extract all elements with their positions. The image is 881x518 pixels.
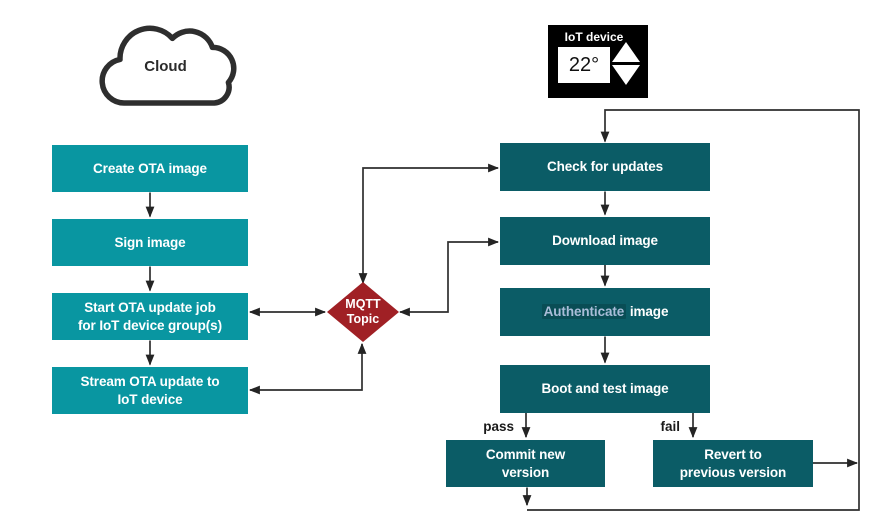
- loop-back-to-check-updates: [527, 109, 860, 511]
- temperature-display: 22°: [558, 47, 610, 83]
- step-label-line1: Start OTA update job: [84, 299, 216, 315]
- flow-step-start-ota-update-job: Start OTA update job for IoT device grou…: [52, 293, 248, 340]
- temp-up-icon: [612, 42, 640, 62]
- mqtt-label-line2: Topic: [346, 312, 380, 326]
- arrow-mqtt-download-image: [398, 237, 500, 317]
- step-label: Sign image: [114, 234, 186, 250]
- pass-label: pass: [483, 419, 514, 434]
- flow-step-authenticate-image: Authenticate image: [500, 288, 710, 336]
- step-label: Create OTA image: [93, 160, 207, 176]
- mqtt-label-line1: MQTT: [345, 297, 381, 311]
- flow-step-commit-new-version: Commit new version: [446, 440, 605, 487]
- flow-step-sign-image: Sign image: [52, 219, 248, 266]
- step-label: Authenticate image: [541, 303, 669, 321]
- iot-device-label: IoT device: [564, 30, 624, 44]
- flow-step-stream-ota-update: Stream OTA update to IoT device: [52, 367, 248, 414]
- step-label-line2: IoT device: [117, 391, 183, 407]
- mqtt-topic-label: MQTT Topic: [327, 284, 399, 340]
- flow-step-create-ota-image: Create OTA image: [52, 145, 248, 192]
- flow-step-boot-and-test-image: Boot and test image: [500, 365, 710, 413]
- step-label-line2: for IoT device group(s): [78, 317, 222, 333]
- step-label-line1: Stream OTA update to: [80, 373, 220, 389]
- step-label-line1: Revert to: [704, 446, 762, 462]
- step-label-line2: version: [501, 464, 550, 480]
- step-label-line2: previous version: [679, 464, 787, 480]
- authenticate-rest: image: [626, 304, 669, 320]
- iot-device: IoT device 22°: [548, 25, 648, 98]
- step-label: Check for updates: [546, 159, 664, 175]
- arrow-mqtt-stream-ota: [248, 342, 367, 395]
- step-label: Download image: [552, 233, 658, 249]
- flow-step-check-for-updates: Check for updates: [500, 143, 710, 191]
- fail-label: fail: [660, 419, 680, 434]
- arrow-mqtt-check-updates: [358, 163, 500, 285]
- step-label: Boot and test image: [541, 381, 669, 397]
- authenticate-highlight: Authenticate: [541, 304, 627, 320]
- mqtt-topic-diamond: [327, 282, 399, 342]
- flow-step-download-image: Download image: [500, 217, 710, 265]
- cloud-label: Cloud: [144, 58, 187, 75]
- step-label-line1: Commit new: [485, 446, 566, 462]
- cloud-shape: [99, 25, 237, 106]
- flow-step-revert-previous-version: Revert to previous version: [653, 440, 813, 487]
- temp-down-icon: [612, 65, 640, 85]
